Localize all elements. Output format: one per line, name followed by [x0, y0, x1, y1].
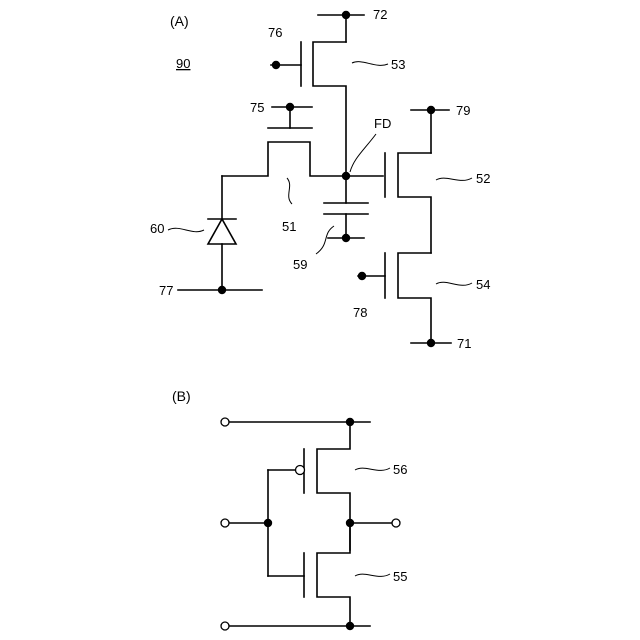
transistor-51: [222, 103, 346, 176]
label-56: 56: [393, 462, 407, 477]
inverter-circuit: [221, 418, 400, 630]
label-77: 77: [159, 283, 173, 298]
label-71: 71: [457, 336, 471, 351]
leader-53: [352, 62, 388, 66]
transistor-52: [385, 106, 449, 253]
label-72: 72: [373, 7, 387, 22]
label-53: 53: [391, 57, 405, 72]
label-55: 55: [393, 569, 407, 584]
label-59: 59: [293, 257, 307, 272]
leader-51: [287, 178, 292, 204]
label-75: 75: [250, 100, 264, 115]
photodiode-60: [178, 176, 262, 294]
label-76: 76: [268, 25, 282, 40]
capacitor-59: [324, 176, 368, 242]
ref-label-90: 90: [176, 56, 190, 71]
label-54: 54: [476, 277, 490, 292]
leader-52: [436, 178, 472, 180]
label-51: 51: [282, 219, 296, 234]
leader-56: [355, 468, 390, 470]
fd-node: [342, 172, 383, 180]
label-52: 52: [476, 171, 490, 186]
panel-a-label: (A): [170, 13, 189, 29]
leader-59: [316, 226, 334, 254]
label-60: 60: [150, 221, 164, 236]
leader-54: [436, 282, 472, 285]
leader-55: [355, 574, 390, 576]
panel-b-label: (B): [172, 388, 191, 404]
label-78: 78: [353, 305, 367, 320]
transistor-53: [271, 11, 364, 176]
leader-60: [168, 228, 204, 231]
leader-fd: [350, 134, 376, 172]
transistor-54: [358, 253, 451, 347]
label-79: 79: [456, 103, 470, 118]
label-fd: FD: [374, 116, 391, 131]
